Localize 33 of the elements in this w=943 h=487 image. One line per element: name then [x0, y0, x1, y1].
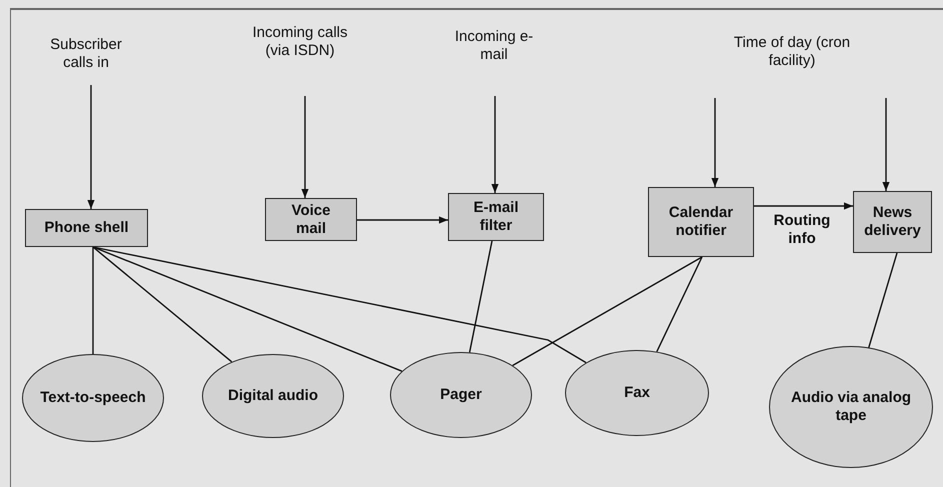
process-box: [448, 193, 544, 241]
node-label: Digital audio: [228, 387, 318, 405]
arrow: [87, 85, 95, 209]
connector-line: [92, 247, 94, 354]
connector-line: [512, 256, 702, 366]
connector-line: [868, 252, 898, 348]
node-label: Pager: [440, 386, 482, 404]
arrow: [301, 96, 309, 198]
input-label: Incoming calls (via ISDN): [245, 24, 355, 60]
arrow: [882, 98, 890, 191]
node-label: Calendar notifier: [668, 204, 734, 240]
arrow: [357, 216, 448, 224]
process-box: [265, 198, 357, 241]
process-box: [648, 187, 754, 257]
node-label: Audio via analog tape: [791, 389, 911, 425]
node-label: News delivery: [863, 204, 922, 240]
input-label: Subscriber calls in: [41, 36, 131, 72]
arrow: [491, 96, 499, 193]
arrow: [754, 202, 853, 210]
node-label: Text-to-speech: [40, 389, 146, 407]
arrow: [711, 98, 719, 187]
node-label: Fax: [624, 384, 650, 402]
connector-line: [468, 240, 493, 352]
connector-line: [92, 246, 402, 372]
node-label: Phone shell: [44, 219, 129, 237]
process-box: [853, 191, 932, 253]
input-label: Incoming e-mail: [454, 28, 534, 64]
connector-line: [656, 256, 703, 352]
connector-line: [92, 246, 232, 362]
node-label: E-mail filter: [472, 199, 520, 235]
input-label: Time of day (cron facility): [730, 34, 854, 70]
process-box: [25, 209, 148, 247]
node-label: Voice mail: [290, 202, 332, 238]
